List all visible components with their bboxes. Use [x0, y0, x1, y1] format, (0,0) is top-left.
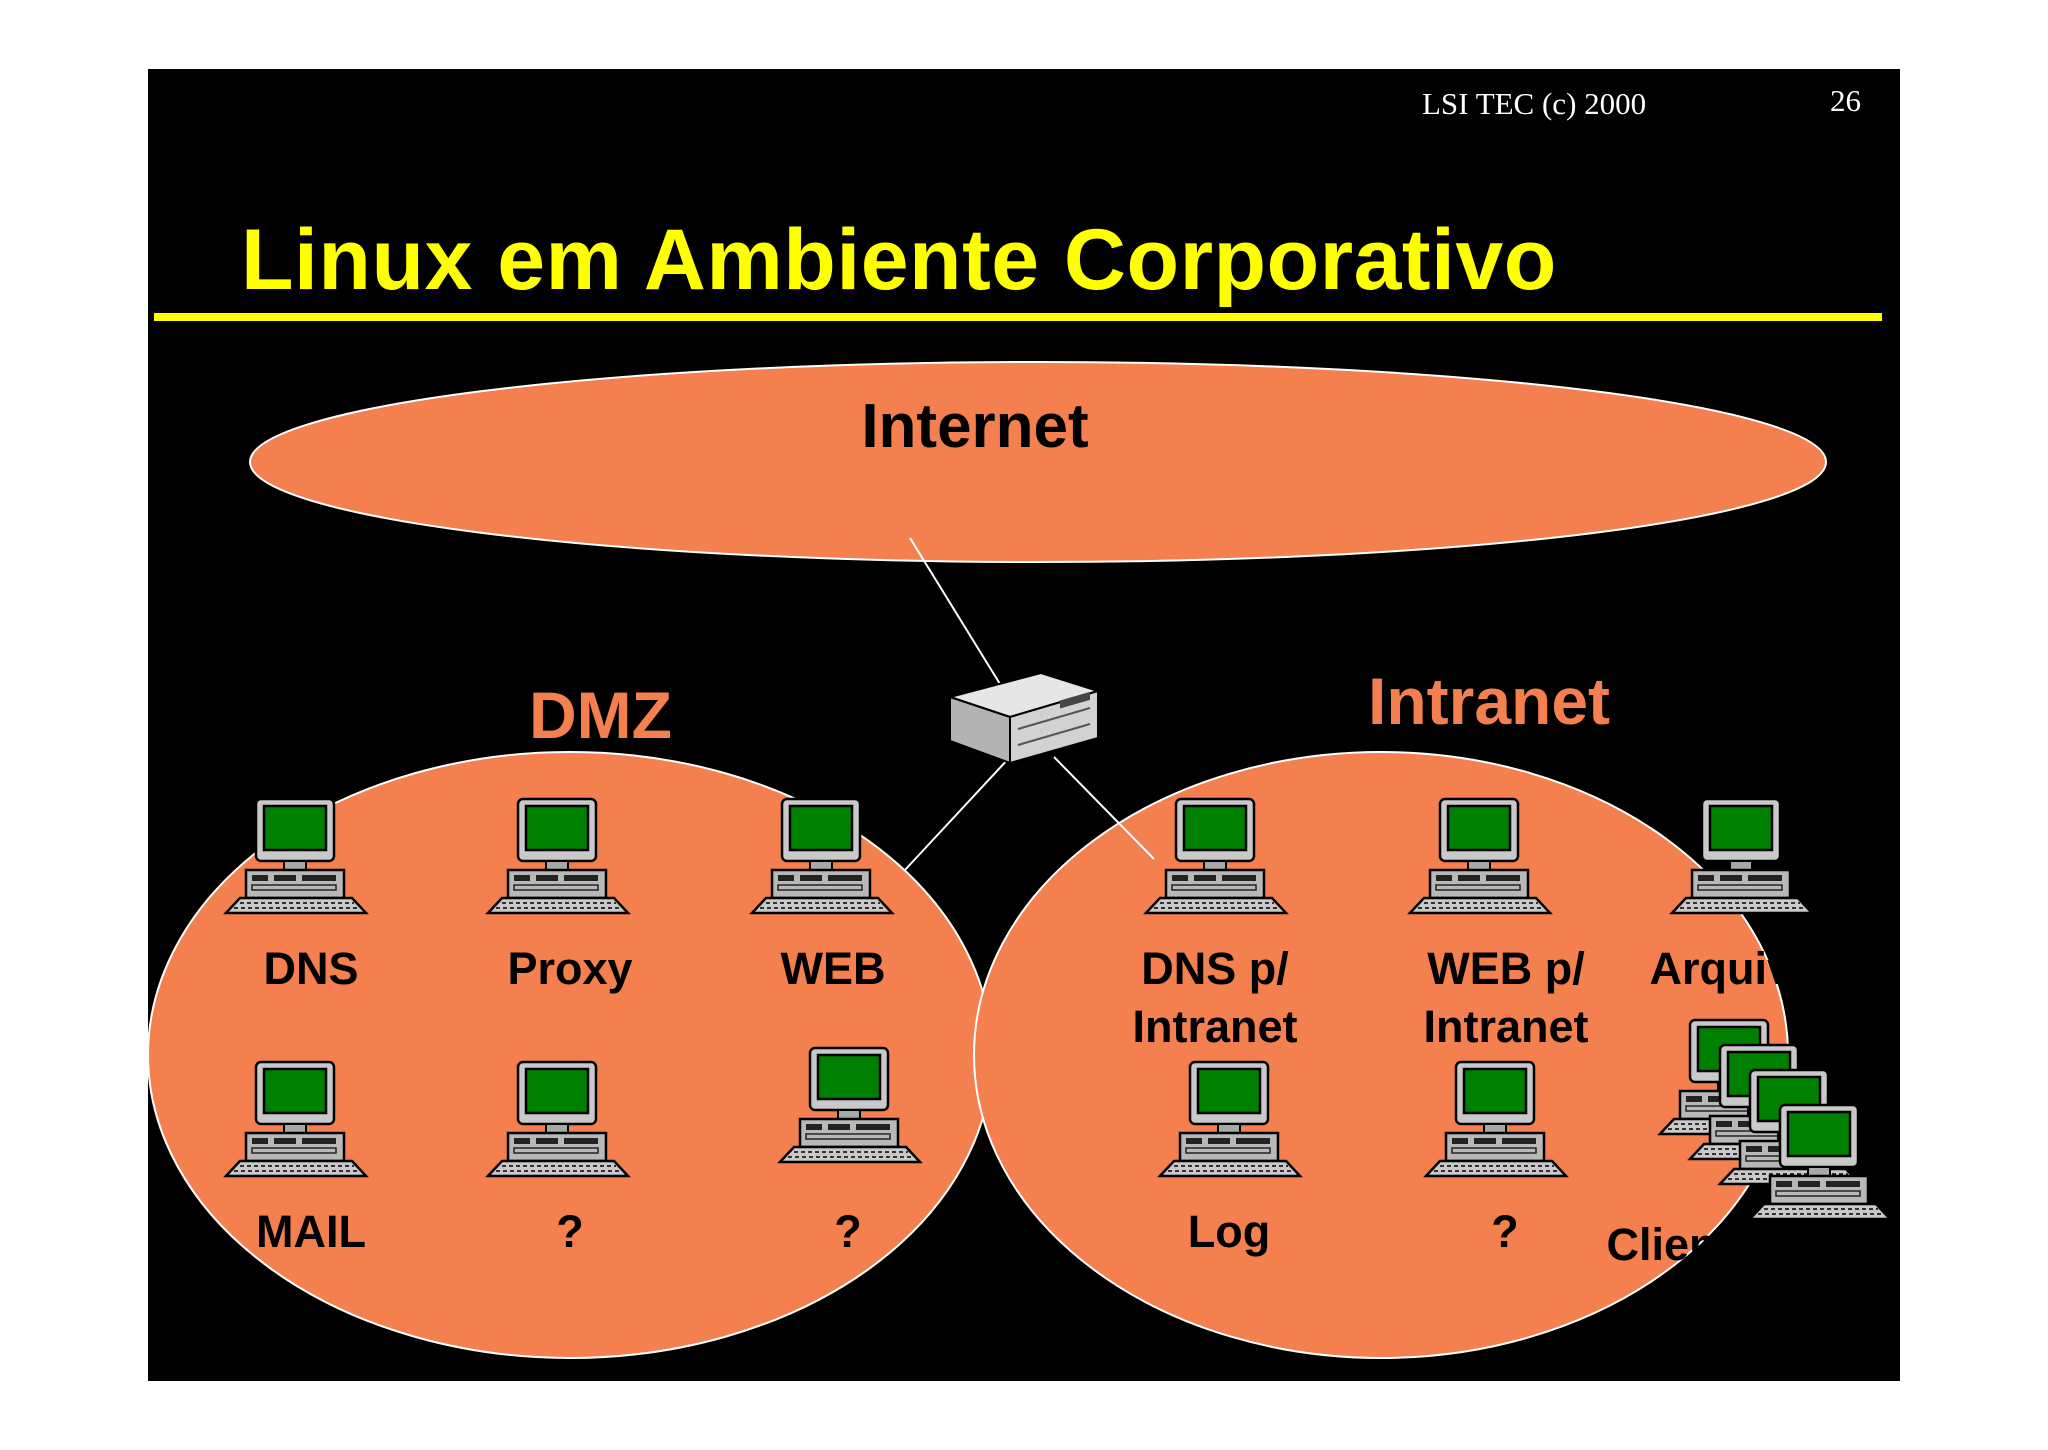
slide-page-number: 26	[1830, 83, 1861, 118]
node-label-unknown-1: ?	[556, 1206, 584, 1257]
network-diagram	[148, 361, 1892, 1359]
link-router-dmz	[903, 756, 1011, 872]
title-underline	[154, 313, 1882, 321]
internet-cloud	[249, 361, 1827, 563]
node-label-dns-intranet: DNS p/Intranet	[1132, 943, 1298, 1052]
node-label-mail: MAIL	[256, 1206, 366, 1257]
node-label-dns: DNS	[263, 943, 359, 994]
node-label-arquivos: Arquivos	[1649, 943, 1845, 994]
node-label-proxy: Proxy	[507, 943, 633, 994]
dmz-label: DMZ	[529, 678, 672, 752]
intranet-label: Intranet	[1368, 664, 1611, 738]
node-label-web: WEB	[780, 943, 886, 994]
node-label-log: Log	[1187, 1206, 1271, 1257]
computer-icon-arquivos	[1670, 797, 1814, 915]
link-internet-router	[909, 537, 1009, 698]
server-box-icon	[946, 671, 1102, 765]
slide-header-copyright: LSI TEC (c) 2000	[1422, 86, 1647, 121]
node-label-web-intranet: WEB p/Intranet	[1423, 943, 1589, 1052]
slide: LSI TEC (c) 2000 26 Linux em Ambiente Co…	[148, 69, 1900, 1381]
node-label-unknown-3: ?	[1491, 1206, 1519, 1257]
link-router-intranet	[1053, 756, 1155, 860]
node-label-unknown-2: ?	[834, 1206, 862, 1257]
slide-title: Linux em Ambiente Corporativo	[241, 212, 1557, 308]
internet-label: Internet	[861, 392, 1089, 461]
node-label-clientes: Clientes	[1606, 1219, 1782, 1270]
